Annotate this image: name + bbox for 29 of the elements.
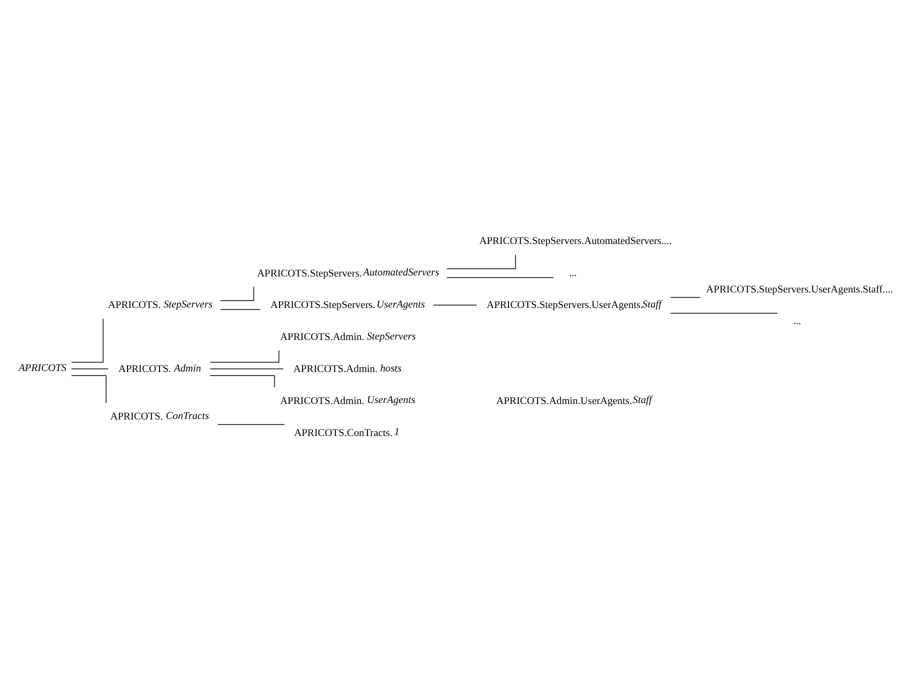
node-text: APRICOTS.StepServers bbox=[108, 298, 213, 311]
node-text: ... bbox=[793, 316, 802, 327]
node-text: ... bbox=[568, 267, 577, 278]
connector bbox=[71, 374, 106, 403]
node-text: APRICOTS.Admin bbox=[118, 362, 202, 375]
connector bbox=[210, 368, 284, 369]
node-text: APRICOTS.StepServers.AutomatedServers bbox=[257, 267, 440, 279]
label: APRICOTS.Admin.UserAgents.Staff bbox=[496, 394, 652, 406]
node-text: APRICOTS.Admin.hosts bbox=[293, 362, 402, 375]
node-text: APRICOTS.StepServers.UserAgents bbox=[270, 298, 425, 311]
node-text: APRICOTS.Admin.UserAgents bbox=[280, 394, 416, 406]
connector bbox=[446, 276, 554, 278]
node-text: APRICOTS bbox=[18, 362, 66, 374]
connector bbox=[670, 296, 701, 298]
connector bbox=[220, 286, 254, 301]
connector bbox=[220, 308, 261, 310]
connector bbox=[433, 304, 477, 305]
connector bbox=[71, 318, 104, 362]
node-text: APRICOTS.StepServers.UserAgents.Staff bbox=[486, 298, 662, 311]
node-text: APRICOTS.Admin.StepServers bbox=[280, 330, 416, 343]
node-text: APRICOTS.ConTracts.1 bbox=[294, 426, 400, 438]
node-text: APRICOTS.ConTracts bbox=[110, 410, 210, 422]
connector bbox=[446, 254, 516, 269]
node-text: APRICOTS.StepServers.AutomatedServers.... bbox=[479, 236, 672, 247]
connector bbox=[670, 312, 778, 314]
connector bbox=[210, 350, 280, 362]
connector bbox=[71, 368, 109, 369]
connector bbox=[210, 374, 275, 388]
node-text: APRICOTS.StepServers.UserAgents.Staff.... bbox=[706, 284, 894, 295]
